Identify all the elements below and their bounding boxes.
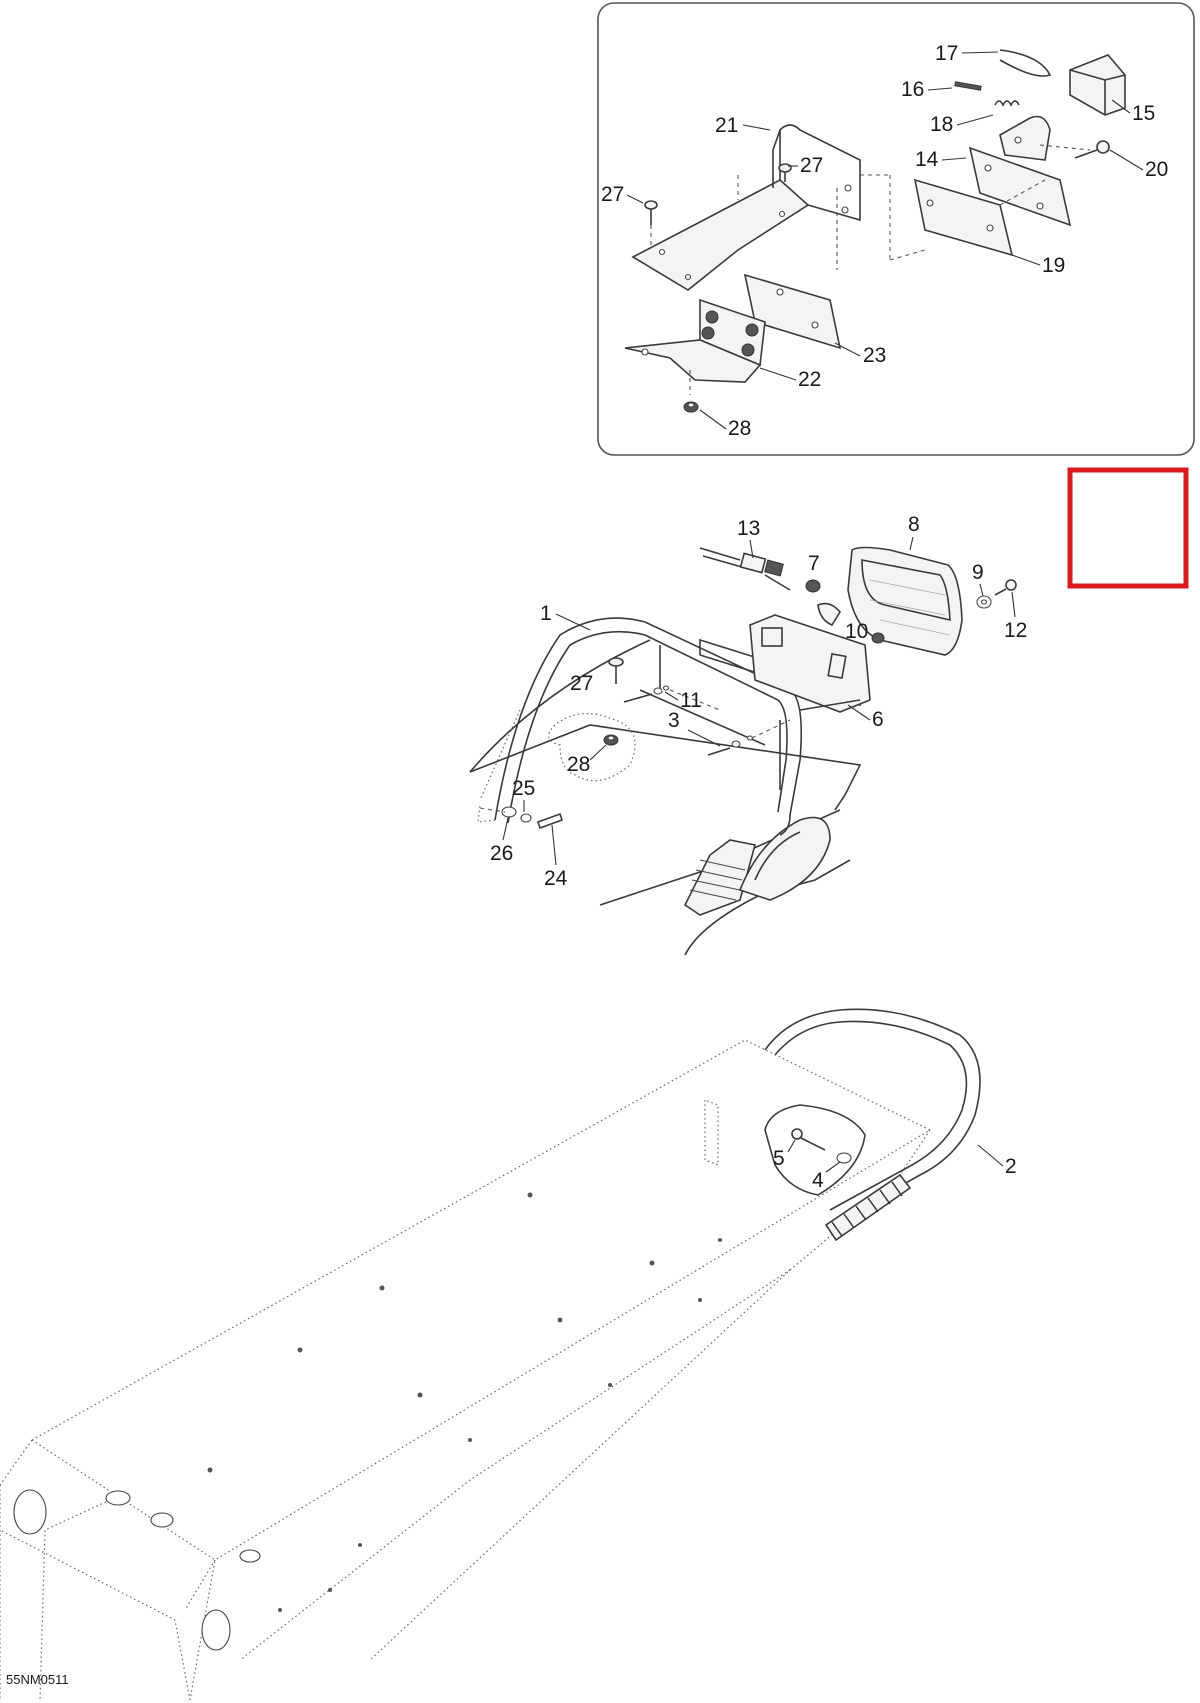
part-2-rear-handle xyxy=(764,1008,981,1242)
part-14-19-plates xyxy=(889,146,1072,261)
callout-18: 18 xyxy=(930,113,953,136)
taillight-housing-lower xyxy=(683,816,831,916)
callout-20: 20 xyxy=(1145,158,1168,181)
callout-24: 24 xyxy=(544,867,568,890)
callout-27-middle: 27 xyxy=(570,672,593,695)
callout-9: 9 xyxy=(972,561,984,584)
callout-3: 3 xyxy=(668,709,680,732)
part-8-lens xyxy=(847,546,963,656)
part-7-bulb xyxy=(805,579,841,627)
callout-4: 4 xyxy=(812,1169,824,1192)
part-15-block xyxy=(1069,54,1126,116)
callout-16: 16 xyxy=(901,78,924,101)
part-20-bolt xyxy=(1074,140,1110,159)
tunnel-holes xyxy=(13,1192,722,1651)
callout-8: 8 xyxy=(908,513,920,536)
callout-28-middle: 28 xyxy=(567,753,590,776)
lower-assembly: 2 5 4 xyxy=(0,1008,1017,1701)
lower-callouts: 2 5 4 xyxy=(773,1139,1017,1192)
inset-callouts: 21 27 27 23 22 28 17 16 18 14 15 20 19 xyxy=(601,42,1168,440)
middle-callouts: 1 13 7 8 9 12 10 27 11 3 6 28 25 26 24 xyxy=(490,513,1027,890)
callout-21: 21 xyxy=(715,114,738,137)
part-16-pin xyxy=(954,81,982,91)
callout-2: 2 xyxy=(1005,1155,1017,1178)
drawing-code: 55NM0511 xyxy=(6,1672,69,1687)
callout-19: 19 xyxy=(1042,254,1065,277)
middle-assembly: 1 13 7 8 9 12 10 27 11 3 6 28 25 26 24 xyxy=(469,513,1027,956)
part-18-hinge xyxy=(994,100,1091,161)
callout-7: 7 xyxy=(808,552,820,575)
part-27-screw-middle xyxy=(608,657,624,684)
callout-12: 12 xyxy=(1004,619,1027,642)
callout-25: 25 xyxy=(512,777,535,800)
callout-17: 17 xyxy=(935,42,958,65)
callout-11: 11 xyxy=(680,689,702,712)
callout-26: 26 xyxy=(490,842,513,865)
part-3-11-screws xyxy=(623,685,791,756)
part-28-patch xyxy=(548,712,636,782)
callout-27-inset-right: 27 xyxy=(800,154,823,177)
highlight-box xyxy=(1067,467,1189,589)
part-24-25-26-hardware xyxy=(479,806,564,830)
part-9-10-12-hardware xyxy=(871,579,1017,644)
inset-panel: 21 27 27 23 22 28 17 16 18 14 15 20 19 xyxy=(597,2,1195,456)
callout-13: 13 xyxy=(737,517,760,540)
inset-border xyxy=(597,2,1195,456)
callout-14: 14 xyxy=(915,148,939,171)
callout-23: 23 xyxy=(863,344,886,367)
callout-10: 10 xyxy=(845,620,868,643)
callout-15: 15 xyxy=(1132,102,1155,125)
part-28-nut-inset xyxy=(683,401,699,413)
part-13-harness xyxy=(699,547,791,591)
callout-28-inset: 28 xyxy=(728,417,751,440)
part-23-plate xyxy=(743,273,842,350)
callout-27-inset-left: 27 xyxy=(601,183,624,206)
callout-1: 1 xyxy=(540,602,552,625)
part-17-clip xyxy=(999,49,1052,77)
part-22-bracket xyxy=(624,298,766,395)
part-6-light-base xyxy=(749,614,871,713)
callout-5: 5 xyxy=(773,1147,785,1170)
part-21-bracket xyxy=(631,124,891,291)
callout-6: 6 xyxy=(872,708,884,731)
callout-22: 22 xyxy=(798,368,821,391)
